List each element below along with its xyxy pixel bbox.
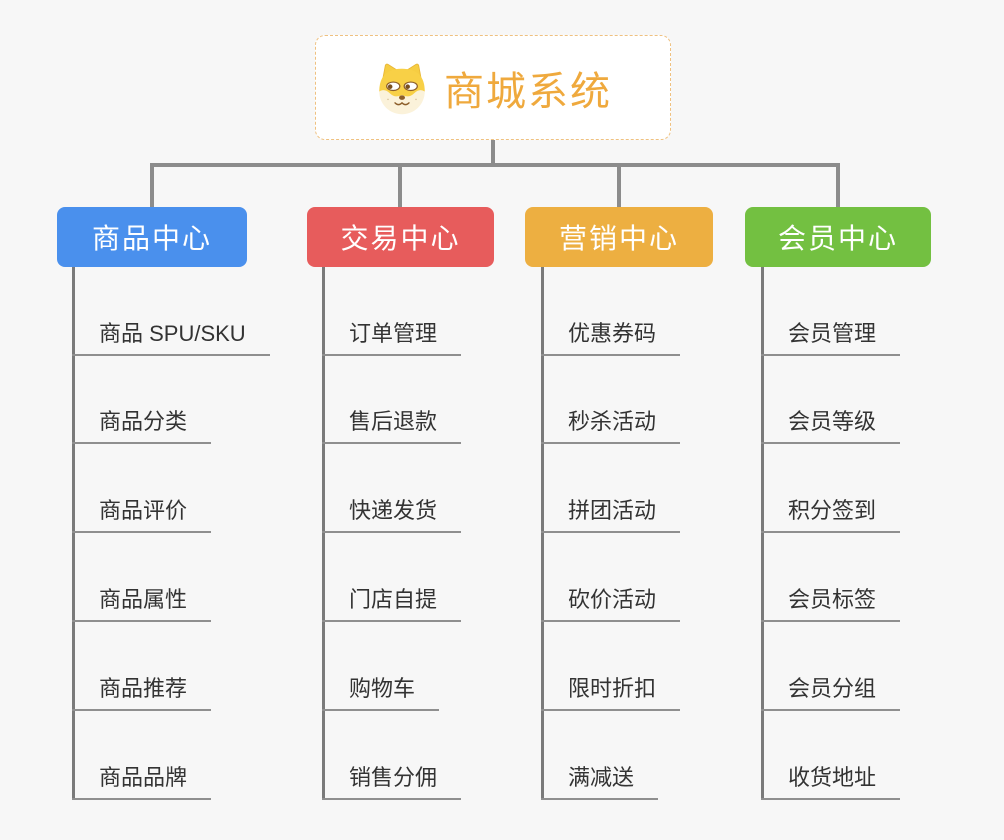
child-node[interactable]: 收货地址 <box>761 764 901 800</box>
child-node[interactable]: 售后退款 <box>322 408 462 444</box>
trunk-line-branch-4 <box>761 267 764 800</box>
child-node[interactable]: 门店自提 <box>322 586 462 622</box>
child-node[interactable]: 积分签到 <box>761 497 901 533</box>
branch-node-member-center[interactable]: 会员中心 <box>745 207 931 267</box>
child-node[interactable]: 会员分组 <box>761 675 901 711</box>
connector-root-drop <box>491 140 495 165</box>
connector-horizontal-bus <box>150 163 840 167</box>
trunk-line-branch-2 <box>322 267 325 800</box>
child-node[interactable]: 会员等级 <box>761 408 901 444</box>
branch-node-product-center[interactable]: 商品中心 <box>57 207 247 267</box>
connector-drop-branch-2 <box>398 163 402 207</box>
child-node[interactable]: 满减送 <box>541 764 659 800</box>
connector-drop-branch-3 <box>617 163 621 207</box>
child-node[interactable]: 限时折扣 <box>541 675 681 711</box>
child-node[interactable]: 拼团活动 <box>541 497 681 533</box>
trunk-line-branch-1 <box>72 267 75 800</box>
child-node[interactable]: 商品属性 <box>72 586 212 622</box>
child-node[interactable]: 购物车 <box>322 675 440 711</box>
child-node[interactable]: 会员标签 <box>761 586 901 622</box>
child-node[interactable]: 商品 SPU/SKU <box>72 320 270 356</box>
trunk-line-branch-3 <box>541 267 544 800</box>
branch-node-trade-center[interactable]: 交易中心 <box>307 207 494 267</box>
doge-face-icon <box>379 63 425 114</box>
child-node[interactable]: 快递发货 <box>322 497 462 533</box>
connector-drop-branch-4 <box>836 163 840 207</box>
child-node[interactable]: 砍价活动 <box>541 586 681 622</box>
child-node[interactable]: 商品评价 <box>72 497 212 533</box>
child-node[interactable]: 会员管理 <box>761 320 901 356</box>
root-node-mall-system[interactable]: 商城系统 <box>315 35 671 140</box>
child-node[interactable]: 商品推荐 <box>72 675 212 711</box>
child-node[interactable]: 优惠券码 <box>541 320 681 356</box>
connector-drop-branch-1 <box>150 163 154 207</box>
child-node[interactable]: 秒杀活动 <box>541 408 681 444</box>
branch-node-marketing-center[interactable]: 营销中心 <box>525 207 713 267</box>
child-node[interactable]: 订单管理 <box>322 320 462 356</box>
root-node-title: 商城系统 <box>444 69 612 114</box>
child-node[interactable]: 商品分类 <box>72 408 212 444</box>
child-node[interactable]: 商品品牌 <box>72 764 212 800</box>
child-node[interactable]: 销售分佣 <box>322 764 462 800</box>
